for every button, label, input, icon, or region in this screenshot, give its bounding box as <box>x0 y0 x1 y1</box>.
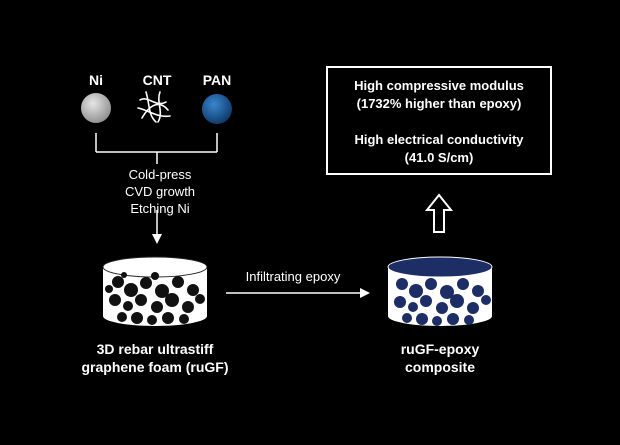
infiltrating-epoxy-label: Infiltrating epoxy <box>245 269 341 284</box>
merge-bracket <box>95 133 218 164</box>
rugf-caption-line1: 3D rebar ultrastiff <box>96 341 214 357</box>
result-modulus-value: (1732% higher than epoxy) <box>356 96 522 111</box>
ni-label: Ni <box>89 72 103 88</box>
rugf-caption-line2: graphene foam (ruGF) <box>81 359 229 375</box>
composite-caption-line2: composite <box>404 359 475 375</box>
composite-caption: ruGF-epoxy composite <box>380 340 500 376</box>
composite-caption-line1: ruGF-epoxy <box>400 341 480 357</box>
pan-sphere-icon <box>202 94 232 124</box>
result-modulus: High compressive modulus <box>354 78 524 93</box>
step-etching-ni: Etching Ni <box>130 201 190 216</box>
result-conductivity: High electrical conductivity <box>354 132 524 147</box>
cnt-icon <box>137 91 171 123</box>
cnt-label: CNT <box>142 72 172 88</box>
step-cold-press: Cold-press <box>128 167 192 182</box>
ni-sphere-icon <box>81 93 111 123</box>
results-box: High compressive modulus (1732% higher t… <box>326 66 552 175</box>
rugf-foam-icon <box>102 256 208 326</box>
rugf-epoxy-composite-icon <box>387 256 493 326</box>
process-arrow <box>152 210 162 244</box>
pan-label: PAN <box>202 72 232 88</box>
result-conductivity-value: (41.0 S/cm) <box>404 150 474 165</box>
up-arrow-icon <box>424 193 454 233</box>
rugf-caption: 3D rebar ultrastiff graphene foam (ruGF) <box>70 340 240 376</box>
step-cvd-growth: CVD growth <box>124 184 196 199</box>
infiltrate-arrow <box>226 288 370 298</box>
